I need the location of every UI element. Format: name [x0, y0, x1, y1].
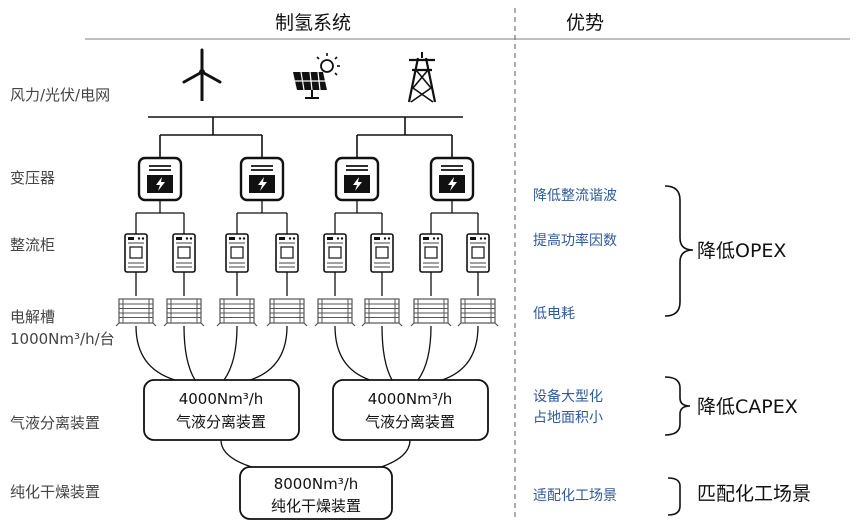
solar-panel-icon [293, 53, 340, 99]
label-separator: 气液分离装置 [10, 414, 100, 432]
power-bus [148, 116, 463, 157]
separator-name: 气液分离装置 [365, 413, 455, 431]
scene-label: 匹配化工场景 [697, 483, 811, 505]
gas-pipes-to-purifier [220, 439, 411, 469]
rectifier-icon [419, 233, 443, 273]
advantage-item: 设备大型化 [533, 388, 603, 405]
electrolyzer-icon [216, 298, 258, 327]
electrolyzer-icon [266, 298, 308, 327]
electrolyzer-icon [410, 298, 452, 327]
label-power: 风力/光伏/电网 [10, 86, 110, 104]
advantage-item: 低电耗 [533, 306, 575, 322]
separator-capacity: 4000Nm³/h [179, 390, 264, 408]
separator-box: 4000Nm³/h 气液分离装置 [143, 379, 300, 441]
gas-pipes-to-separator [135, 325, 479, 381]
rectifier-icon [370, 233, 394, 273]
rectifier-icon [124, 233, 148, 273]
advantage-item: 适配化工场景 [533, 488, 617, 504]
advantage-item: 提高功率因数 [533, 232, 617, 249]
rectifier-links [135, 272, 479, 296]
advantages-header: 优势 [566, 12, 604, 34]
opex-brace [664, 185, 694, 317]
separator-capacity: 4000Nm³/h [368, 390, 453, 408]
label-transformer: 变压器 [10, 169, 55, 187]
rectifier-icon [275, 233, 299, 273]
capex-label: 降低CAPEX [697, 396, 798, 418]
rectifier-icon [323, 233, 347, 273]
purifier-name: 纯化干燥装置 [271, 497, 361, 515]
transformer-icon [137, 156, 183, 202]
label-purifier: 纯化干燥装置 [10, 483, 100, 501]
capex-brace [664, 376, 691, 436]
system-header: 制氢系统 [275, 12, 351, 34]
separator-box: 4000Nm³/h 气液分离装置 [332, 379, 489, 441]
advantage-item: 降低整流谐波 [533, 188, 617, 204]
label-electrolyzer-capacity: 1000Nm³/h/台 [10, 330, 115, 348]
wind-turbine-icon [182, 48, 222, 101]
purifier-capacity: 8000Nm³/h [274, 475, 359, 493]
separator-name: 气液分离装置 [176, 413, 266, 431]
electrolyzer-icon [457, 298, 499, 327]
scene-brace [667, 477, 681, 516]
label-electrolyzer: 电解槽 [10, 308, 55, 326]
electrolyzer-icon [115, 298, 157, 327]
rectifier-icon [466, 233, 490, 273]
transformer-branches [135, 200, 479, 234]
label-rectifier: 整流柜 [10, 236, 55, 254]
electrolyzer-icon [314, 298, 356, 327]
transformer-icon [334, 156, 380, 202]
transformer-icon [239, 156, 285, 202]
power-tower-icon [407, 52, 437, 103]
rectifier-icon [172, 233, 196, 273]
electrolyzer-icon [361, 298, 403, 327]
purifier-box: 8000Nm³/h 纯化干燥装置 [239, 466, 393, 520]
advantage-item: 占地面积小 [533, 410, 603, 426]
electrolyzer-icon [163, 298, 205, 327]
rectifier-icon [225, 233, 249, 273]
transformer-icon [429, 156, 475, 202]
opex-label: 降低OPEX [697, 240, 786, 262]
